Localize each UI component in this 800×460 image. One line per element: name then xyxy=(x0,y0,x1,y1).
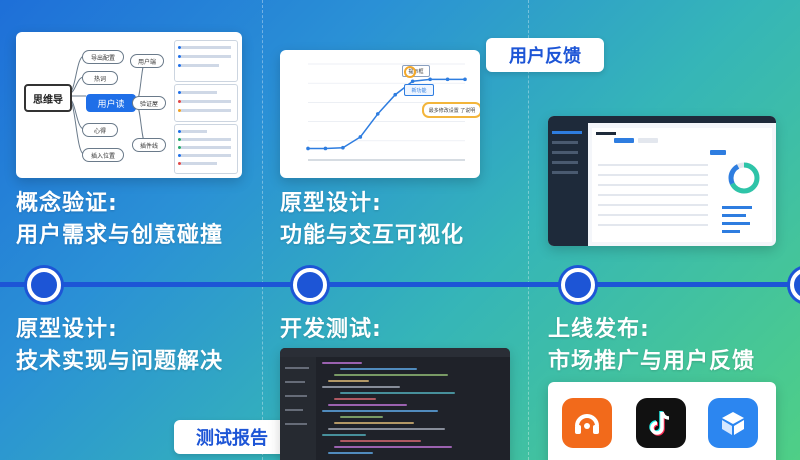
chart-point xyxy=(306,146,310,151)
code-line xyxy=(328,452,373,454)
code-line xyxy=(334,398,376,400)
code-line xyxy=(328,380,369,382)
stage-title: 上线发布: xyxy=(548,317,650,342)
user-feedback-label: 用户反馈 xyxy=(486,38,604,72)
bulb-icon xyxy=(404,66,416,78)
stage-subtitle: 用户需求与创意碰撞 xyxy=(16,223,224,248)
mindmap-center: 用户读 xyxy=(86,94,136,112)
mindmap-node: 导出配置 xyxy=(82,50,124,64)
dashboard-panel xyxy=(592,128,772,242)
code-line xyxy=(334,446,452,448)
stage-title: 原型设计: xyxy=(280,191,382,216)
stage-title: 开发测试: xyxy=(280,317,382,342)
dashboard-topbar xyxy=(548,116,776,123)
code-line xyxy=(322,434,366,436)
code-line xyxy=(322,386,400,388)
chart-callout-new: 新功能 xyxy=(404,84,434,96)
timeline-node xyxy=(561,268,595,302)
code-line xyxy=(340,392,455,394)
chart-point xyxy=(428,77,432,82)
mindmap-list xyxy=(174,40,238,82)
code-line xyxy=(340,416,383,418)
code-line xyxy=(322,362,362,364)
mindmap-node: 心得 xyxy=(82,123,118,137)
chart-point xyxy=(445,77,450,82)
chart-point xyxy=(410,79,415,84)
stage-subtitle: 技术实现与问题解决 xyxy=(16,349,224,374)
code-editor-card xyxy=(280,348,510,460)
divider xyxy=(262,0,263,460)
headset-app-icon xyxy=(562,398,612,448)
mindmap-node: 验证屋 xyxy=(132,96,166,110)
box-app-icon xyxy=(708,398,758,448)
editor-sidebar xyxy=(280,357,316,460)
mindmap-list xyxy=(174,124,238,174)
chart-point xyxy=(341,145,345,150)
code-line xyxy=(340,440,421,442)
tiktok-app-icon xyxy=(636,398,686,448)
chart-point xyxy=(393,92,398,97)
stage-title: 概念验证: xyxy=(16,191,118,216)
code-area xyxy=(322,362,506,460)
divider xyxy=(528,0,529,460)
code-line xyxy=(322,410,438,412)
code-line xyxy=(328,428,445,430)
chart-point xyxy=(375,112,380,116)
chart-point xyxy=(323,146,328,151)
mindmap-list xyxy=(174,84,238,122)
editor-titlebar xyxy=(280,348,510,357)
mindmap-node: 插入位置 xyxy=(82,148,124,162)
test-report-label: 测试报告 xyxy=(174,420,290,454)
mindmap-node: 用户端 xyxy=(130,54,164,68)
chart-point xyxy=(358,135,363,139)
line-chart-card: 提示框 新功能 最多修改设置 了说明 xyxy=(280,50,480,178)
code-line xyxy=(340,368,417,370)
dashboard-sidebar xyxy=(548,123,588,246)
chart-callout-note: 最多修改设置 了说明 xyxy=(422,102,480,118)
code-line xyxy=(334,422,414,424)
code-line xyxy=(334,374,448,376)
stage-subtitle: 市场推广与用户反馈 xyxy=(548,349,756,374)
mindmap-node: 热词 xyxy=(82,71,118,85)
stage-title: 原型设计: xyxy=(16,317,118,342)
app-icons-card xyxy=(548,382,776,460)
timeline-track xyxy=(0,282,800,287)
timeline-node xyxy=(293,268,327,302)
mindmap-card: 思维导 导出配置 热词 心得 插入位置 用户读 用户端 验证屋 插件线 xyxy=(16,32,242,178)
timeline-node xyxy=(27,268,61,302)
chart-point xyxy=(463,77,467,82)
donut-chart xyxy=(724,158,764,198)
dashboard-card xyxy=(548,116,776,246)
mindmap-root: 思维导 xyxy=(24,84,72,112)
timeline-node xyxy=(790,268,800,302)
code-line xyxy=(328,404,407,406)
chart-series-line xyxy=(308,78,465,150)
mindmap-node: 插件线 xyxy=(132,138,166,152)
stage-subtitle: 功能与交互可视化 xyxy=(280,223,465,248)
